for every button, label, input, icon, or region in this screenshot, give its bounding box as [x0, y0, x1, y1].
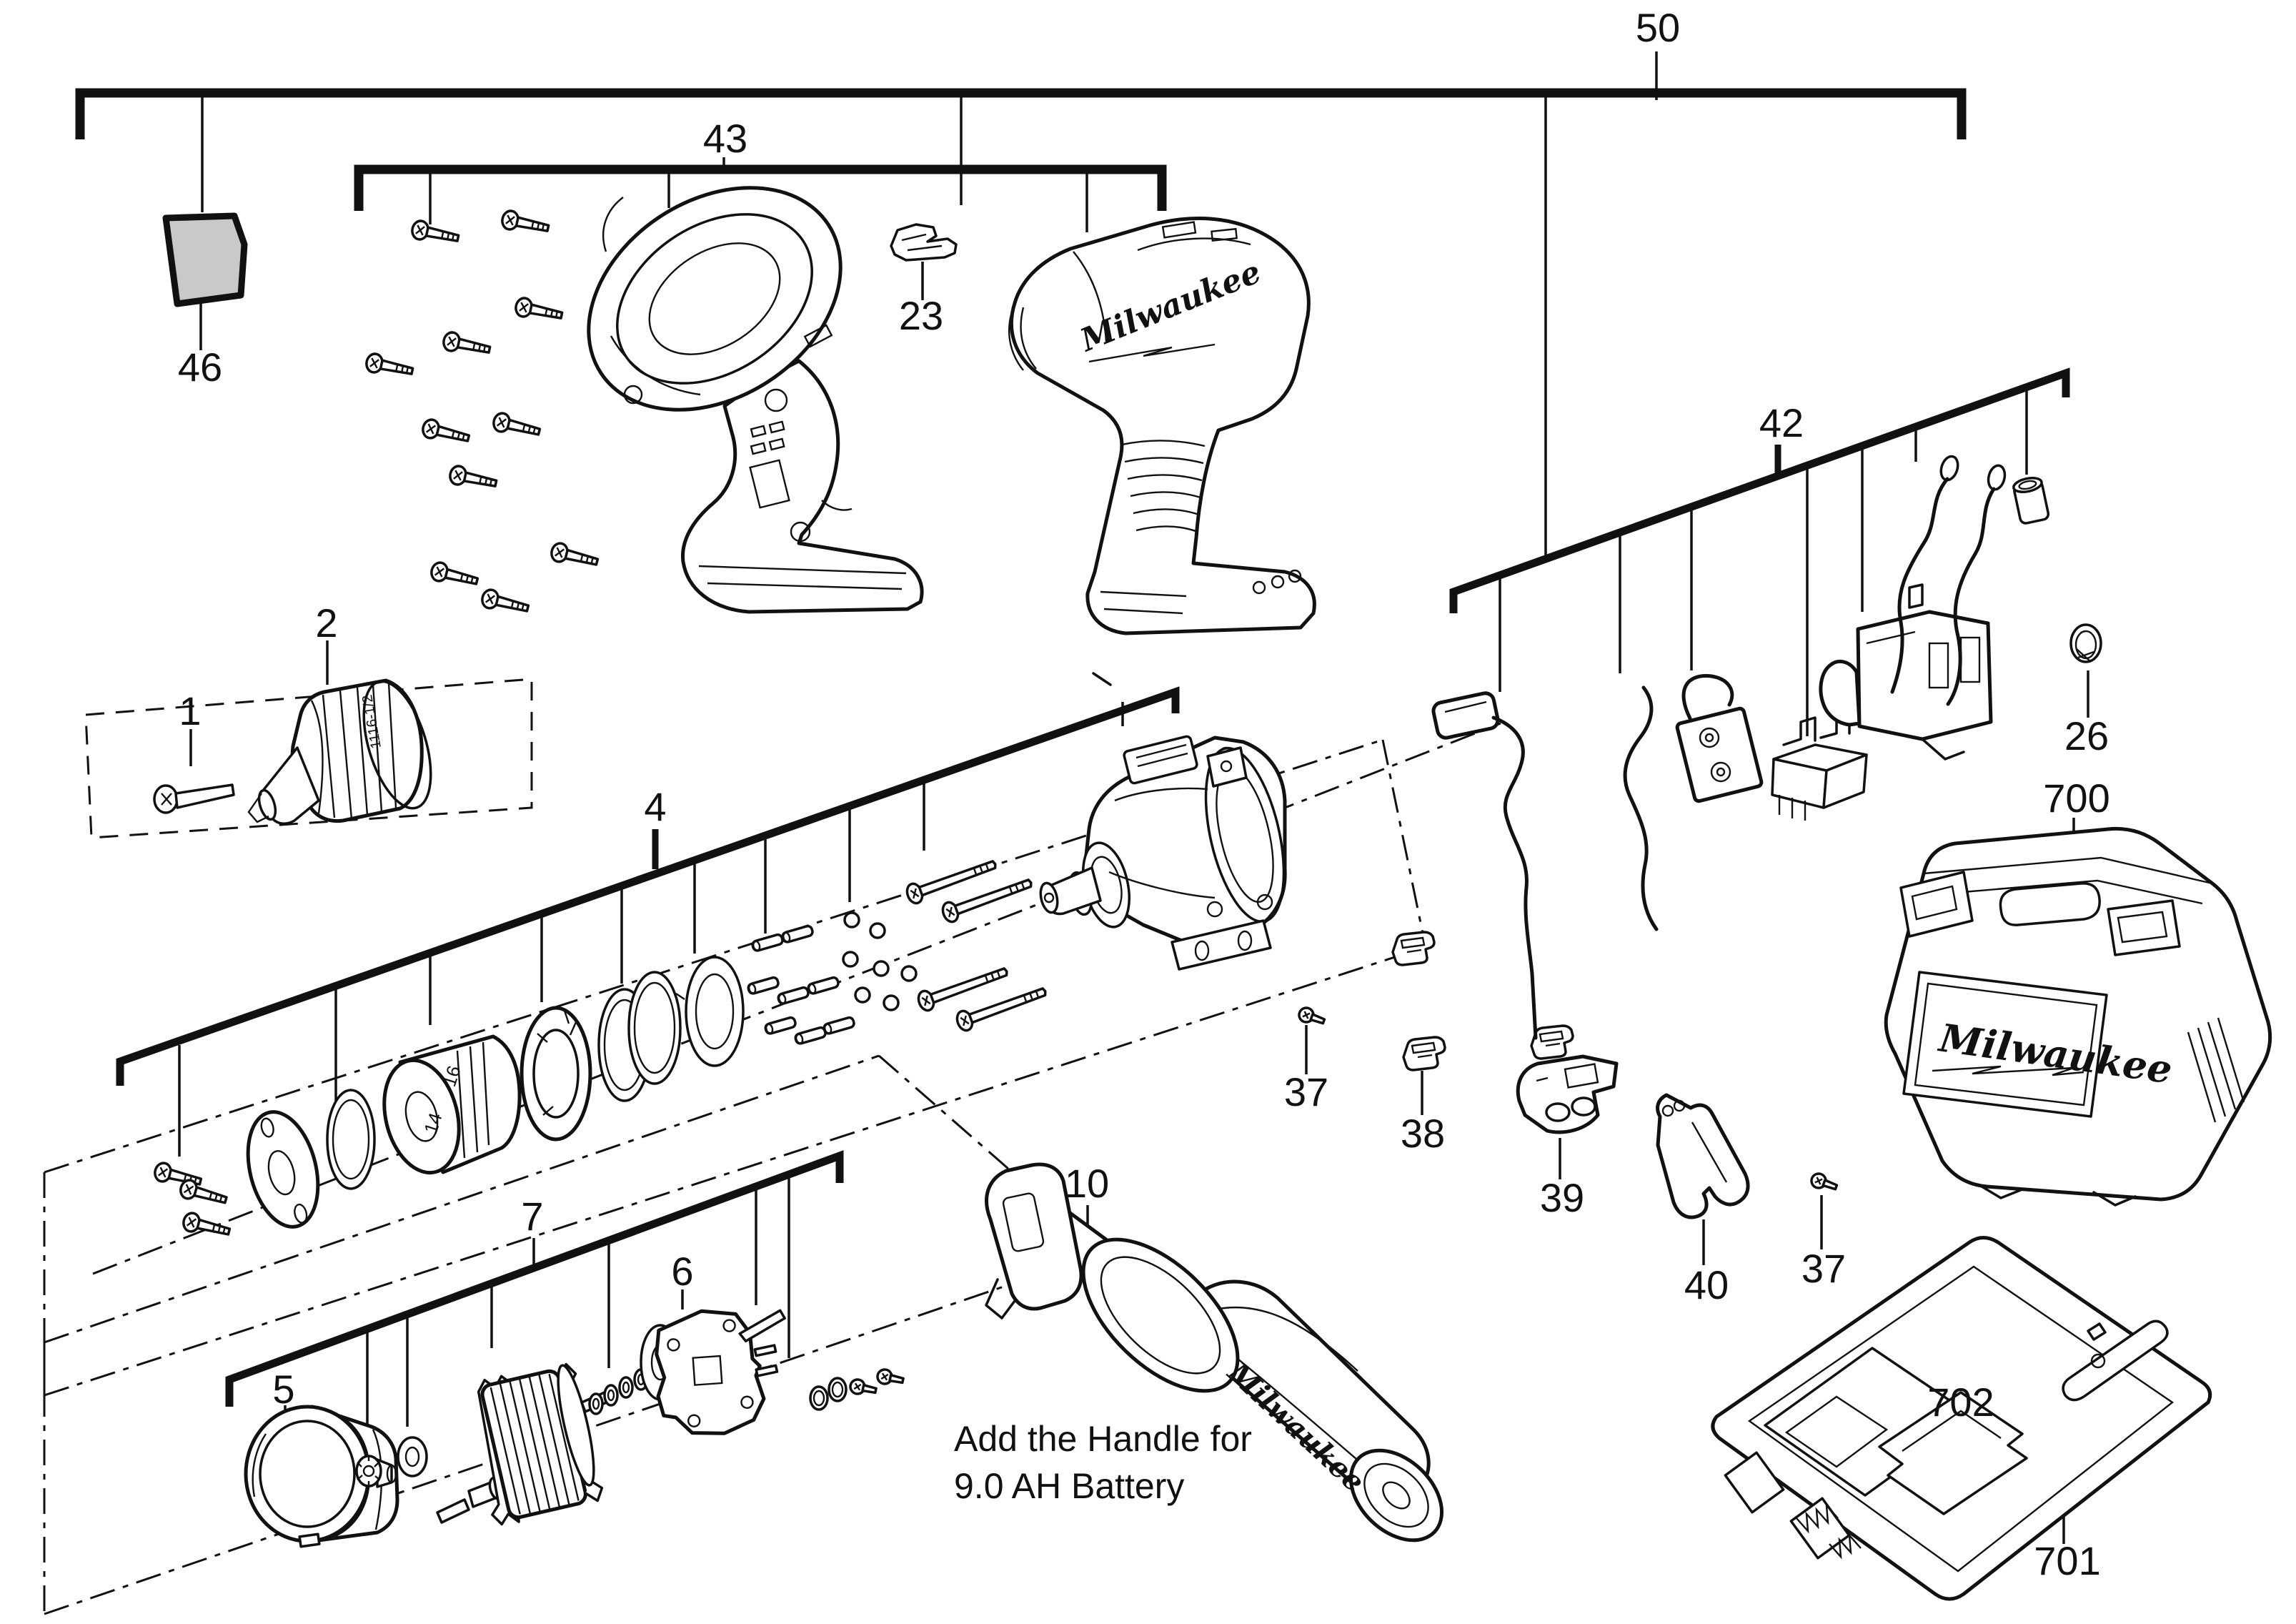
gearbox-assembly [1039, 735, 1287, 971]
case-handle-slot [2062, 1320, 2169, 1402]
label-50: 50 [1636, 5, 1680, 50]
label-38: 38 [1401, 1111, 1445, 1156]
part-46-gasket [162, 212, 248, 307]
housing-left-half [587, 186, 924, 614]
motor-lead-wires [1890, 455, 2007, 706]
gearcase-plate [246, 1110, 320, 1229]
rotor-assembly [436, 1362, 610, 1526]
flat-washer [685, 956, 745, 1067]
part-2-chuck: 1116-1/2 [247, 678, 432, 825]
wave-spring-ring [326, 1089, 376, 1190]
section-42-parts [1431, 455, 2102, 1040]
label-702: 702 [1927, 1380, 1994, 1425]
label-700: 700 [2043, 776, 2109, 821]
label-40: 40 [1684, 1262, 1729, 1307]
axis-centerline [92, 722, 1501, 1275]
snap-rings [597, 971, 685, 1102]
bracket-50 [75, 88, 1967, 139]
bracket-43 [354, 164, 1167, 211]
bracket-42 [1449, 367, 2070, 613]
brackets [75, 88, 2070, 1407]
label-6: 6 [671, 1249, 693, 1294]
steel-balls [842, 911, 918, 1011]
label-1: 1 [179, 688, 201, 733]
label-39: 39 [1540, 1175, 1584, 1220]
label-5: 5 [272, 1367, 294, 1412]
label-46: 46 [178, 345, 222, 390]
label-4: 4 [644, 784, 666, 829]
label-37a: 37 [1284, 1069, 1328, 1114]
motor-can-5 [244, 1405, 399, 1548]
terminal-block [1771, 712, 1868, 821]
label-2: 2 [315, 600, 337, 645]
label-42: 42 [1759, 400, 1804, 445]
bracket-4 [116, 686, 1180, 1086]
small-parts [1296, 931, 1840, 1219]
part-labels: 50 43 46 23 2 1 4 42 26 700 37 38 39 40 … [178, 5, 2110, 1583]
belt-clip-40 [1656, 1093, 1750, 1219]
label-43: 43 [703, 116, 747, 161]
part-23-button [890, 223, 958, 262]
section-4-parts: 16 14 [151, 735, 1287, 1242]
note-line-1: Add the Handle for [954, 1419, 1252, 1459]
cam-ring [520, 1006, 592, 1142]
trigger-switch [1819, 583, 1993, 761]
led-pcb [1675, 674, 1764, 803]
label-23: 23 [899, 293, 943, 338]
gasket-shape [162, 212, 248, 307]
retaining-ring-26 [2069, 623, 2102, 663]
logo-lightning-bolt [1932, 1065, 2084, 1076]
handle-note: Add the Handle for 9.0 AH Battery [954, 1419, 1252, 1506]
motor-washer [397, 1436, 428, 1477]
pinion-gear [355, 1455, 397, 1488]
label-10: 10 [1065, 1161, 1109, 1206]
shuttle-with-wire [1431, 691, 1538, 1040]
motor-section [244, 1309, 906, 1548]
note-line-2: 9.0 AH Battery [954, 1466, 1184, 1506]
label-7: 7 [521, 1194, 543, 1239]
clutch-collar: 16 14 [382, 1034, 522, 1175]
label-26: 26 [2064, 713, 2109, 758]
part-1-screw [153, 783, 235, 814]
bracket-7 [225, 1150, 844, 1407]
case-insert-702 [1878, 1391, 2028, 1515]
case-bottom-701 [1711, 1236, 2212, 1601]
bearing-plate-6 [655, 1309, 786, 1435]
stray-tick-mark [1092, 672, 1112, 686]
insulation-sleeve [2012, 476, 2050, 525]
lead-wire [1623, 685, 1659, 931]
led-module-39 [1516, 1054, 1619, 1134]
label-701: 701 [2034, 1538, 2100, 1583]
chuck-dashed-box [84, 678, 533, 839]
case-lid-700: Milwaukee [1884, 826, 2272, 1207]
label-37b: 37 [1801, 1246, 1846, 1291]
housing-right-half: Milwaukee [1008, 217, 1316, 635]
